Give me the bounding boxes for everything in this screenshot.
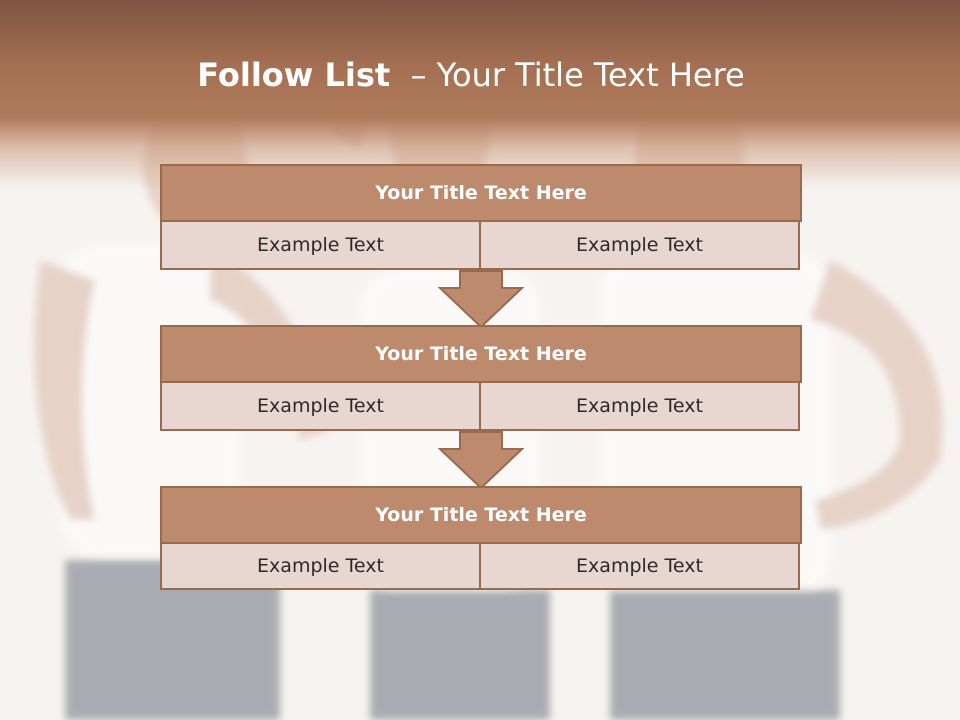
step-cell-right: Example Text [479, 220, 800, 270]
step-title: Your Title Text Here [160, 325, 802, 383]
step-cell-left: Example Text [160, 220, 481, 270]
step-cell-right: Example Text [479, 542, 800, 590]
step-cell-left: Example Text [160, 381, 481, 431]
slide-title-bold: Follow List [197, 56, 391, 94]
step-title: Your Title Text Here [160, 486, 802, 544]
step-cell-left: Example Text [160, 542, 481, 590]
step-cell-right: Example Text [479, 381, 800, 431]
slide-title: Follow List – Your Title Text Here [0, 56, 942, 94]
down-arrow-icon [438, 431, 524, 489]
step-title: Your Title Text Here [160, 164, 802, 222]
slide-title-rest: – Your Title Text Here [390, 56, 745, 94]
down-arrow-icon [438, 270, 524, 328]
header-band [0, 0, 960, 190]
